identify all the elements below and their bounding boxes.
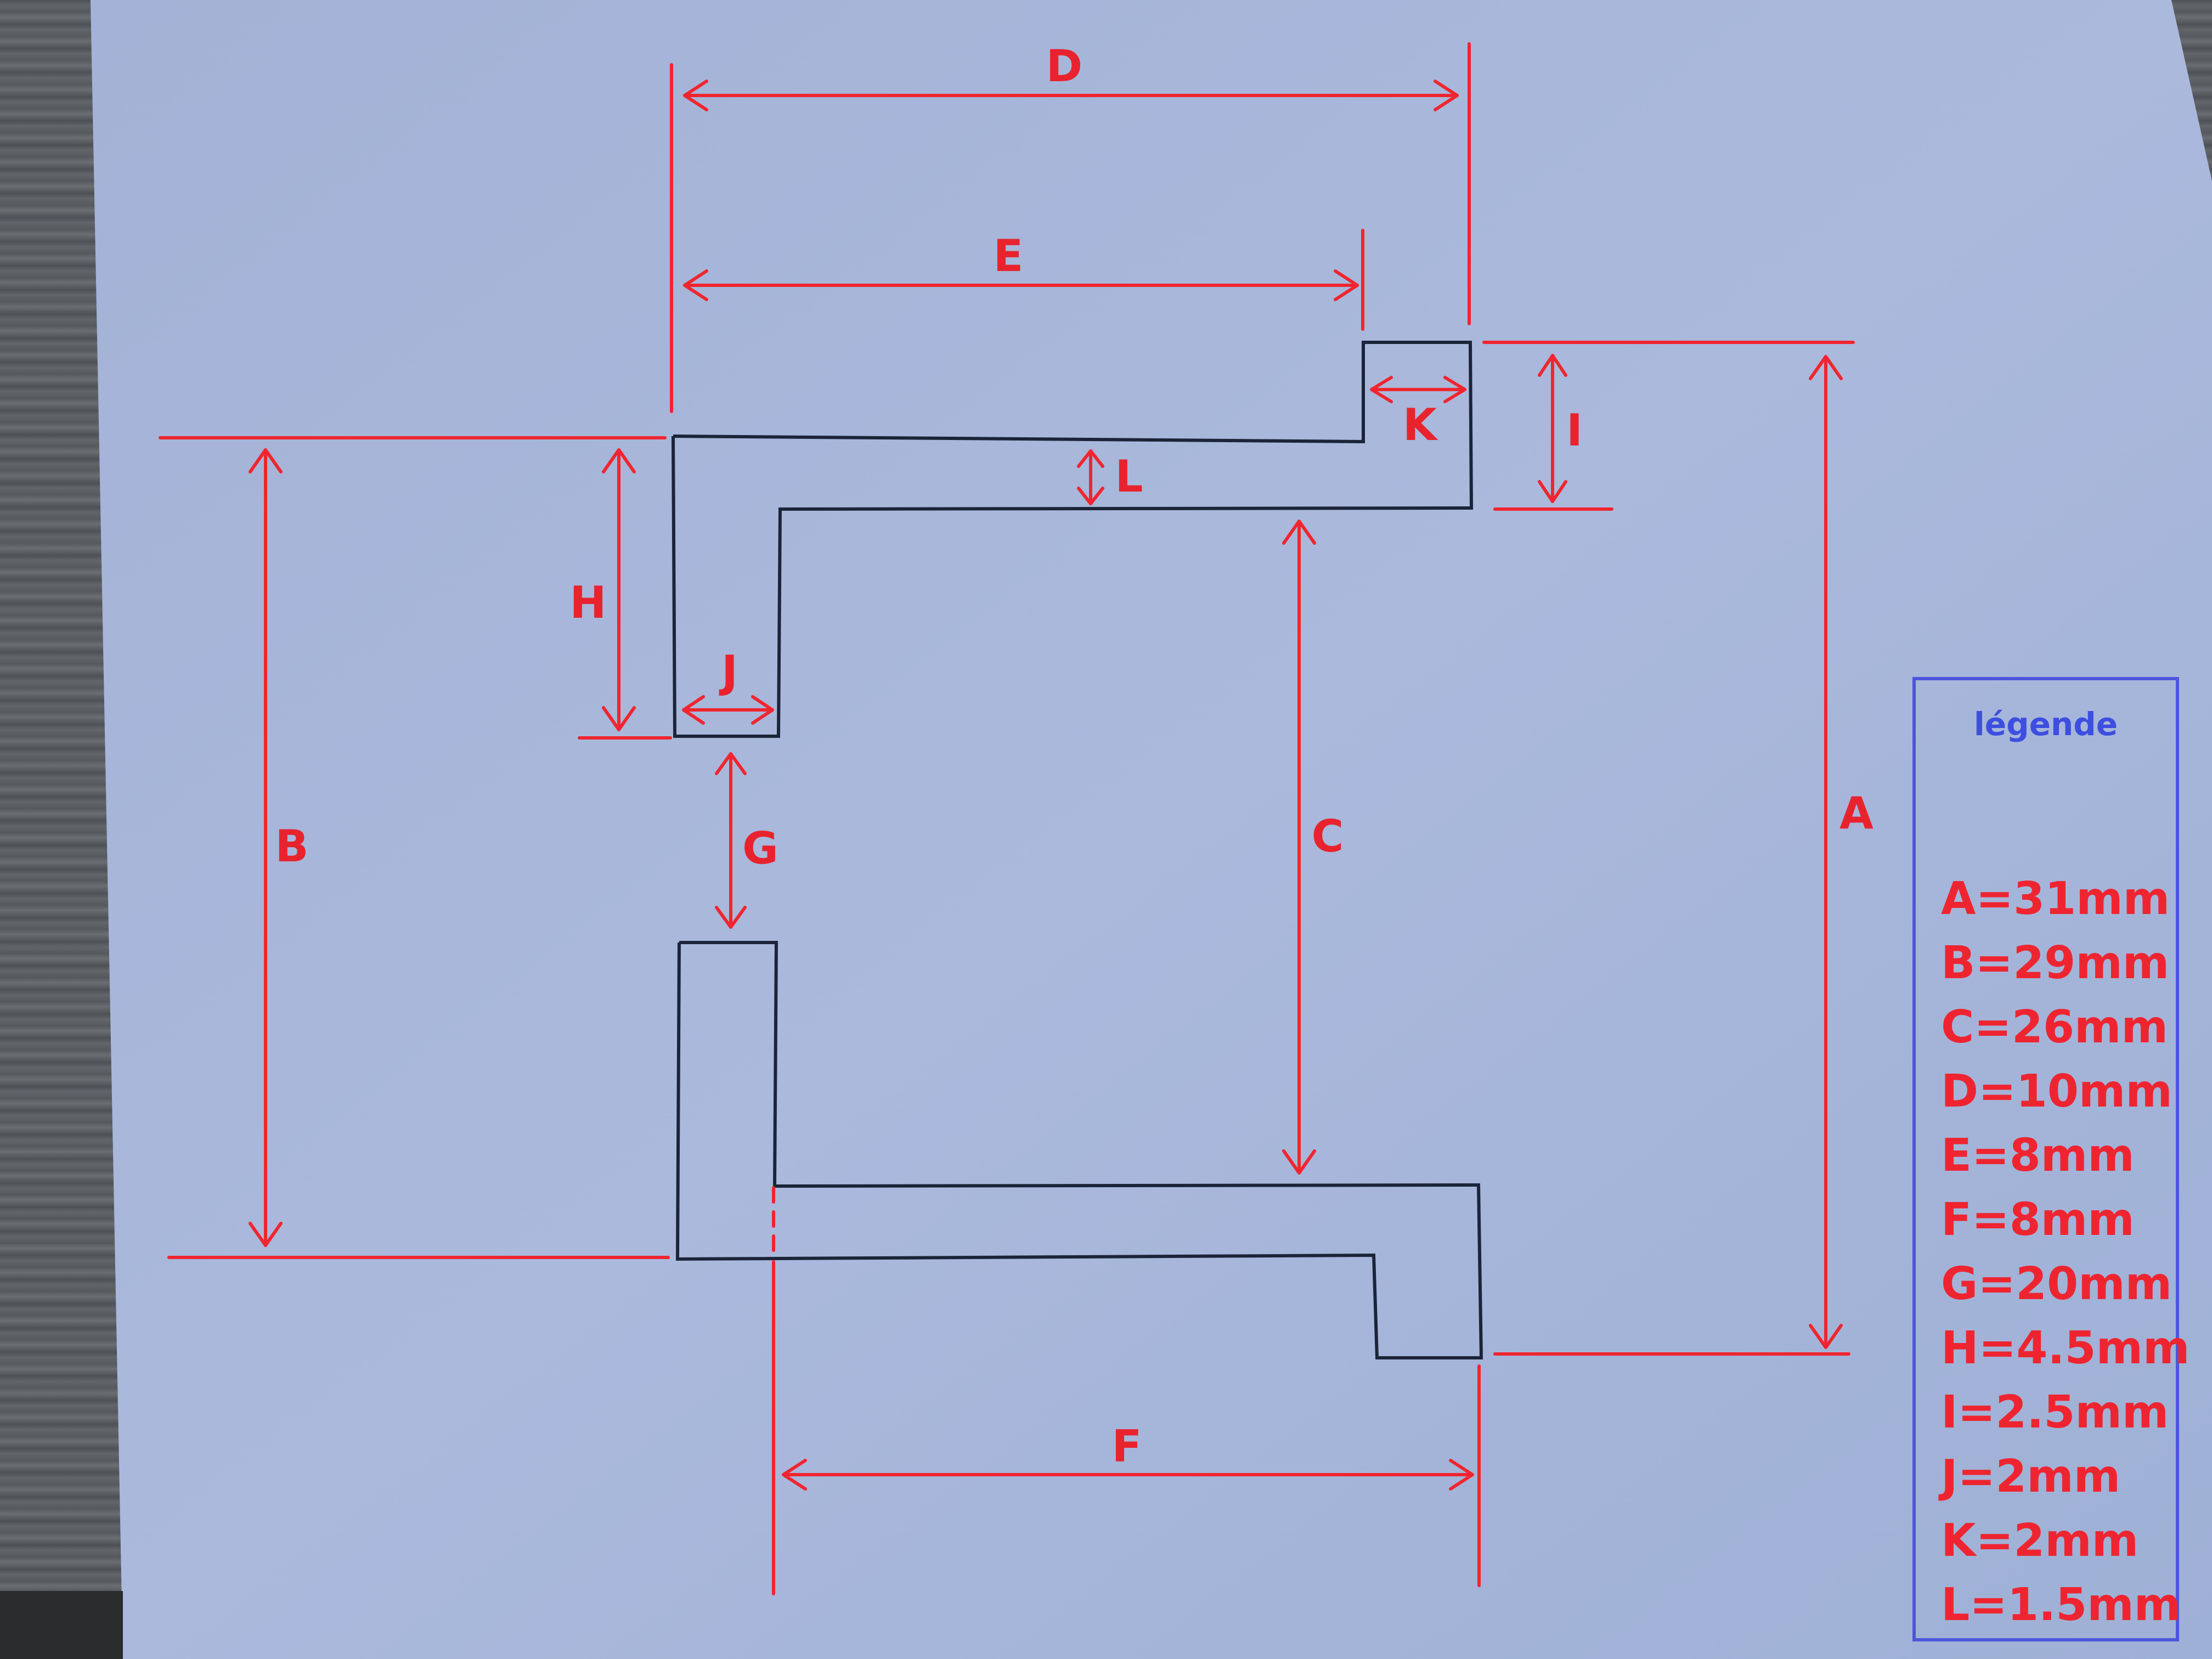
legend-item-k: K=2mm bbox=[1941, 1515, 2139, 1567]
legend-title: légende bbox=[1973, 706, 2118, 743]
legend-item-a: A=31mm bbox=[1941, 873, 2170, 925]
dimension-label-a: A bbox=[1839, 788, 1874, 839]
table-corner-shadow bbox=[0, 1591, 123, 1659]
dimension-label-e: E bbox=[994, 230, 1024, 281]
dimension-label-l: L bbox=[1115, 451, 1143, 502]
legend-item-i: I=2.5mm bbox=[1941, 1386, 2169, 1438]
legend-list: A=31mm B=29mm C=26mm D=10mm E=8mm F=8mm … bbox=[1941, 867, 2190, 1637]
legend-item-g: G=20mm bbox=[1941, 1258, 2172, 1310]
dimension-b: B bbox=[249, 448, 309, 1247]
legend-item-d: D=10mm bbox=[1941, 1065, 2172, 1118]
dimension-l: L bbox=[1077, 449, 1143, 505]
extension-lines bbox=[159, 42, 1855, 1595]
legend-item-f: F=8mm bbox=[1941, 1194, 2135, 1246]
dimension-label-k: K bbox=[1403, 399, 1438, 450]
dimension-label-d: D bbox=[1046, 41, 1082, 92]
dimension-g: G bbox=[715, 752, 778, 929]
bottom-bracket-outline bbox=[675, 941, 1483, 1359]
dimension-h: H bbox=[570, 448, 636, 731]
legend-item-e: E=8mm bbox=[1941, 1130, 2135, 1182]
legend-item-j: J=2mm bbox=[1941, 1451, 2121, 1503]
legend-item-c: C=26mm bbox=[1941, 1001, 2168, 1053]
dimension-a: A bbox=[1809, 355, 1874, 1349]
legend-item-b: B=29mm bbox=[1941, 937, 2170, 989]
dimension-label-j: J bbox=[719, 646, 738, 697]
dimension-k: K bbox=[1370, 376, 1466, 450]
paper-sheet bbox=[91, 0, 2212, 1659]
dimension-e: E bbox=[683, 230, 1359, 301]
dimension-label-h: H bbox=[570, 577, 607, 628]
dimension-label-b: B bbox=[275, 821, 309, 872]
dimension-d: D bbox=[683, 41, 1459, 111]
legend-box: légende A=31mm B=29mm C=26mm D=10mm E=8m… bbox=[1912, 677, 2190, 1641]
dimension-c: C bbox=[1282, 520, 1344, 1175]
legend-item-l: L=1.5mm bbox=[1941, 1579, 2181, 1631]
dimension-f: F bbox=[782, 1421, 1474, 1491]
dimension-j: J bbox=[682, 646, 774, 725]
dimension-label-g: G bbox=[742, 823, 778, 874]
dimension-label-c: C bbox=[1312, 811, 1344, 862]
legend-item-h: H=4.5mm bbox=[1941, 1322, 2190, 1374]
top-bracket-outline bbox=[672, 341, 1474, 738]
dimension-label-f: F bbox=[1112, 1421, 1142, 1472]
dimension-i: I bbox=[1538, 354, 1583, 503]
dimension-label-i: I bbox=[1566, 405, 1583, 456]
